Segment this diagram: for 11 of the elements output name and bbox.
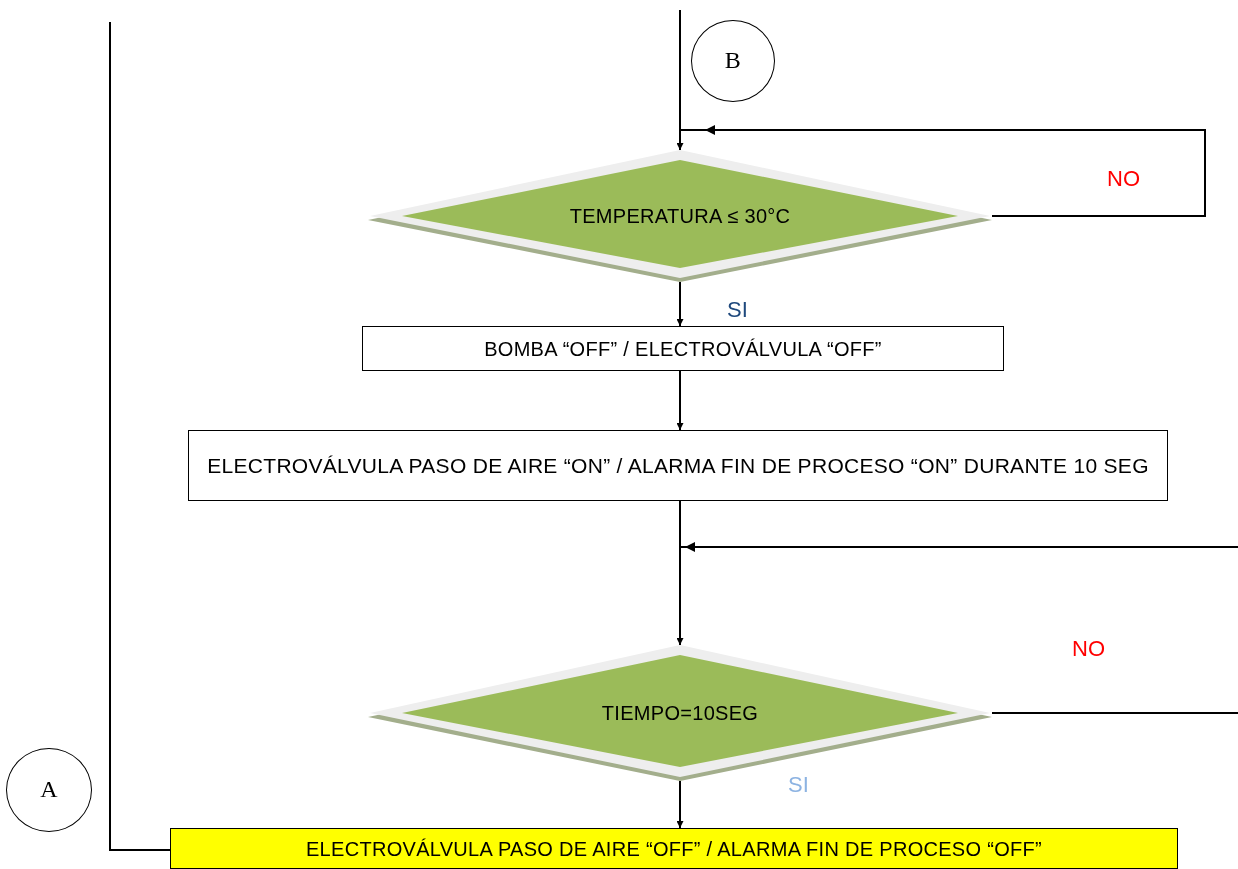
connector-letter: A — [40, 775, 58, 805]
process-text: ELECTROVÁLVULA PASO DE AIRE “ON” / ALARMA FIN DE PROCESO “ON” DURANTE 10 SEG — [207, 452, 1149, 479]
process-box — [362, 326, 1004, 371]
process-text: BOMBA “OFF” / ELECTROVÁLVULA “OFF” — [484, 336, 882, 362]
decision-text: TEMPERATURA ≤ 30°C — [569, 204, 791, 229]
process-box — [188, 430, 1168, 501]
decision-text: TIEMPO=10SEG — [601, 701, 759, 726]
decision-diamond — [368, 150, 992, 282]
process-box — [170, 828, 1178, 869]
process-text: ELECTROVÁLVULA PASO DE AIRE “OFF” / ALARMA FIN DE PROCESO “OFF” — [305, 836, 1043, 862]
connector-letter: B — [724, 46, 742, 76]
